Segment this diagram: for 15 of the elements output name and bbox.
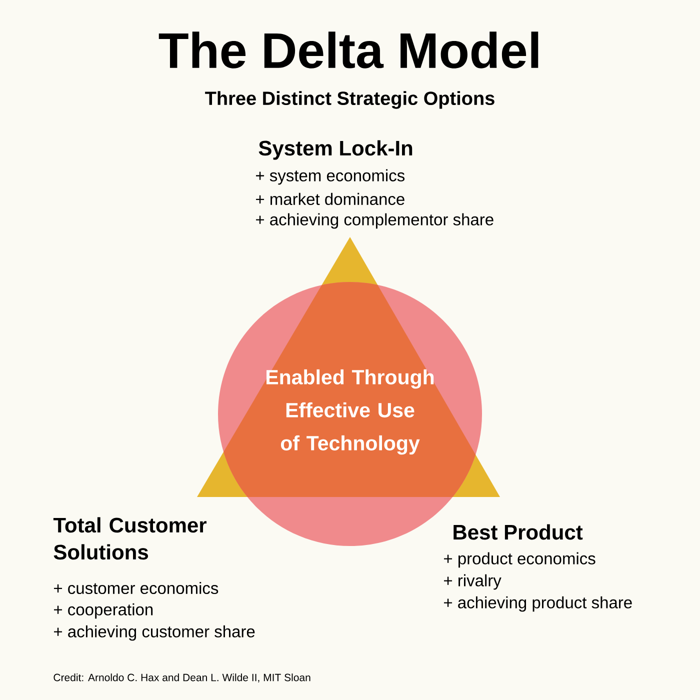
option-heading: Total Customer Solutions (53, 517, 206, 560)
bullet-item: + achieving customer share (54, 625, 255, 641)
bullet-item: + rivalry (444, 574, 502, 590)
option-heading: System Lock-In (258, 140, 412, 160)
credit-note: Credit: Arnoldo C. Hax and Dean L. Wilde II, MIT Sloan (54, 674, 310, 682)
center-text: Enabled Through Effective Use of Technology (266, 369, 434, 455)
bullet-item: + product economics (444, 552, 596, 568)
bullet-item: + customer economics (54, 582, 218, 594)
bullet-item: + cooperation (54, 603, 153, 619)
subtitle: Three Distinct Strategic Options (205, 91, 494, 109)
title: The Delta Model (158, 32, 538, 68)
bullet-item: + achieving product share (444, 596, 632, 612)
bullet-item: + market dominance (256, 192, 404, 206)
bullet-item: + system economics (256, 169, 405, 185)
option-heading: Best Product (454, 524, 583, 540)
